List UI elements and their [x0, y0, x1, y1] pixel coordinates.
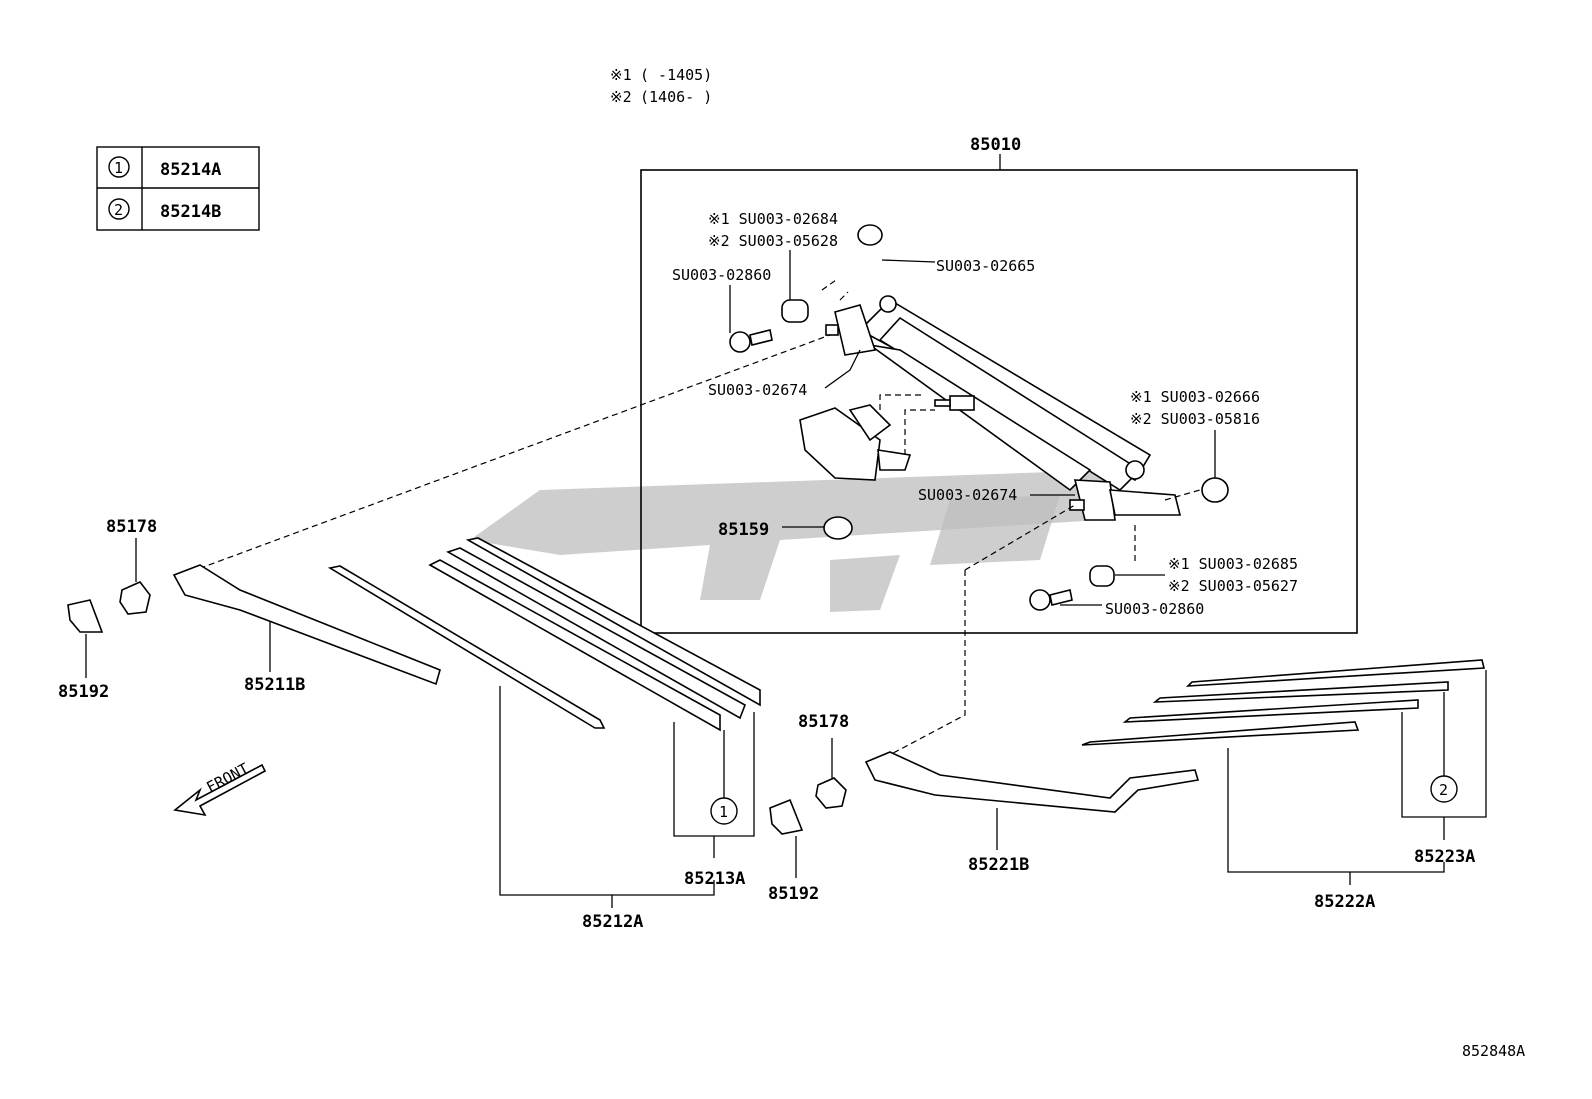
label-cap-top: SU003-02665	[936, 257, 1035, 275]
label-pivot-left: SU003-02674	[708, 381, 807, 399]
front-arrow-icon	[173, 763, 267, 817]
label-rubber-left: 85213A	[684, 869, 745, 889]
label-bush-right-2: ※2 SU003-05816	[1130, 410, 1260, 428]
label-pivot-right: SU003-02674	[918, 486, 1017, 504]
cap-left-part	[67, 599, 104, 633]
note-2: ※2	[610, 88, 632, 106]
cap-right-part	[769, 798, 804, 835]
label-bush-left-1: ※1 SU003-02684	[708, 210, 838, 228]
note-1: ※1	[610, 66, 632, 84]
label-bush-lower-1: ※1 SU003-02685	[1168, 555, 1298, 573]
blade-left-part	[327, 565, 606, 729]
nut-left-part	[119, 581, 151, 615]
bolt-left-part	[729, 331, 751, 353]
note-2-range: (1406- )	[640, 88, 712, 106]
right-wiper-group	[769, 659, 1487, 885]
blade-right-part	[1081, 721, 1360, 746]
connector-right-lower	[879, 570, 966, 761]
label-bush-lower-2: ※2 SU003-05627	[1168, 577, 1298, 595]
grommet-part	[823, 516, 853, 540]
label-cap-left: 85192	[58, 682, 109, 702]
diagram-id: 852848A	[1462, 1042, 1525, 1060]
symbol-legend-table: 1 85214A 2 85214B	[96, 146, 260, 231]
cap-top-part	[857, 224, 883, 246]
label-cap-right: 85192	[768, 884, 819, 904]
bush-left-part	[781, 299, 809, 323]
legend-symbol-2: 2	[114, 201, 123, 219]
label-grommet: 85159	[718, 520, 769, 540]
nut-right-part	[815, 777, 847, 809]
connector-left	[189, 334, 831, 573]
label-blade-left: 85212A	[582, 912, 643, 932]
wiper-linkage	[729, 224, 1229, 611]
legend-part-1: 85214A	[160, 160, 221, 180]
label-bolt-left: SU003-02860	[672, 266, 771, 284]
left-wiper-group	[67, 537, 761, 908]
label-nut-left: 85178	[106, 517, 157, 537]
label-bush-left-2: ※2 SU003-05628	[708, 232, 838, 250]
linkage-assembly-box: 85010	[640, 135, 1358, 634]
connector-right-upper	[964, 504, 1076, 571]
bush-lower-part	[1089, 565, 1115, 587]
applicability-notes: ※1 ( -1405) ※2 (1406- )	[610, 66, 712, 106]
label-blade-right: 85222A	[1314, 892, 1375, 912]
circle-symbol-1: 1	[719, 803, 728, 821]
logo-watermark	[470, 470, 1110, 612]
label-rubber-right: 85223A	[1414, 847, 1475, 867]
label-bolt-right: SU003-02860	[1105, 600, 1204, 618]
arm-left-part	[172, 564, 441, 686]
legend-part-2: 85214B	[160, 202, 221, 222]
assembly-leaders	[729, 250, 1216, 606]
label-arm-left: 85211B	[244, 675, 305, 695]
bush-right-part	[1201, 477, 1229, 503]
note-1-range: ( -1405)	[640, 66, 712, 84]
label-assembly: 85010	[970, 135, 1021, 155]
label-nut-right: 85178	[798, 712, 849, 732]
circle-symbol-2: 2	[1439, 781, 1448, 799]
bolt-right-part	[1029, 589, 1051, 611]
label-arm-right: 85221B	[968, 855, 1029, 875]
legend-symbol-1: 1	[114, 159, 123, 177]
label-bush-right-1: ※1 SU003-02666	[1130, 388, 1260, 406]
arm-right-part	[864, 751, 1200, 813]
